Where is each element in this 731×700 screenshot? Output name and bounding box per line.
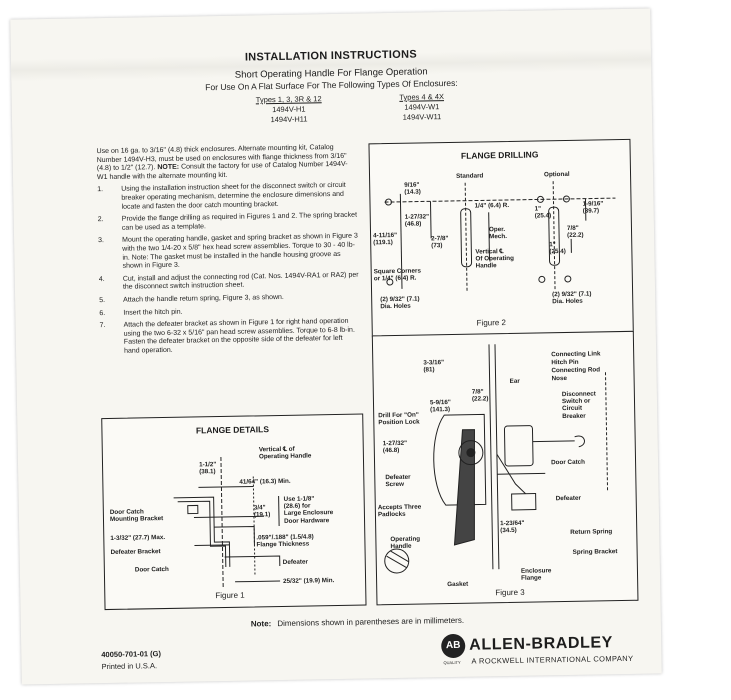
ab-logo-icon: AB xyxy=(441,633,466,659)
figure-3-caption: Figure 3 xyxy=(495,587,525,598)
step-item: 5.Attach the handle return spring, Figur… xyxy=(99,293,284,305)
dim-1-27-32: 1-27/32"(46.8) xyxy=(382,439,408,455)
dim-7-8: 7/8"(22.2) xyxy=(471,388,489,403)
catalog-number: 1494V-W11 xyxy=(402,112,442,122)
catalog-number: 1494V-H11 xyxy=(270,114,308,125)
label-door-catch: Door Catch xyxy=(551,458,586,467)
publication-number: 40050-701-01 (G) xyxy=(101,649,162,660)
dim-4-11-16: 4-11/16"(119.1) xyxy=(373,231,398,247)
step-item: 2.Provide the flange drilling as require… xyxy=(97,211,358,232)
printed-in: Printed in U.S.A. xyxy=(101,661,158,672)
label-defeater: Defeater xyxy=(282,558,309,566)
instruction-sheet: INSTALLATION INSTRUCTIONS Short Operatin… xyxy=(10,8,662,685)
dim-9-16: 9/16"(14.3) xyxy=(404,181,421,196)
label-connecting-link: Connecting Link xyxy=(551,350,601,359)
label-defeater-bracket: Defeater Bracket xyxy=(110,548,161,556)
label-gasket: Gasket xyxy=(447,580,469,589)
dim-1-inch-bottom: 1"(25.4) xyxy=(549,241,566,256)
label-drill-position-lock: Drill For "On"Position Lock xyxy=(378,411,420,427)
label-hitch-pin: Hitch Pin xyxy=(551,358,579,367)
dim-1-1-2: 1-1/2"(38.1) xyxy=(198,461,217,476)
label-door-catch: Door Catch xyxy=(134,565,169,574)
step-item: 6.Insert the hitch pin. xyxy=(99,308,183,317)
enclosure-types-col-1: Types 1, 3, 3R & 12 1494V-H1 1494V-H11 xyxy=(244,94,335,126)
label-holes-right: (2) 9/32" (7.1)Dia. Holes xyxy=(552,290,592,306)
step-item: 4.Cut, install and adjust the connecting… xyxy=(98,271,359,292)
label-defeater: Defeater xyxy=(555,494,581,503)
label-holes-left: (2) 9/32" (7.1)Dia. Holes xyxy=(380,295,420,311)
dim-7-8: 7/8"(22.2) xyxy=(566,224,584,240)
dim-3-3-16: 3-3/16"(81) xyxy=(423,359,445,374)
label-optional: Optional xyxy=(543,170,570,179)
label-nose: Nose xyxy=(551,374,568,383)
figure-2-drawing xyxy=(384,181,616,293)
instructions-body: Use on 16 ga. to 3/16" (4.8) thick enclo… xyxy=(97,144,361,361)
millimeter-note: Note:Dimensions shown in parentheses are… xyxy=(250,615,465,629)
dim-5-9-16: 5-9/16"(141.3) xyxy=(429,399,451,414)
dim-25-32: 25/32" (19.9) Min. xyxy=(283,577,335,585)
dim-1-23-64: 1-23/64"(34.5) xyxy=(500,519,525,535)
step-item: 3.Mount the operating handle, gasket and… xyxy=(98,232,358,270)
dim-1-4-r: 1/4" (6.4) R. xyxy=(474,201,510,210)
dim-1-3-32: 1-3/32" (27.7) Max. xyxy=(110,534,166,542)
figure-2-flange-drilling: FLANGE DRILLING Standard xyxy=(368,138,634,338)
label-flange-thickness: .059"/.188" (1.5/4.8)Flange Thickness xyxy=(256,533,314,549)
dim-41-64: 41/64" (16.3) Min. xyxy=(239,477,291,486)
label-return-spring: Return Spring xyxy=(570,528,613,536)
step-item: 7.Attach the defeater bracket as shown i… xyxy=(99,317,355,355)
label-oper-mech: Oper.Mech. xyxy=(488,226,508,241)
figure-1-caption: Figure 1 xyxy=(215,590,245,601)
figure-2-caption: Figure 2 xyxy=(476,318,507,328)
dim-3-4: 3/4"(19.1) xyxy=(253,504,271,519)
step-item: 1.Using the installation instruction she… xyxy=(97,182,346,211)
figure-3-assembly: 3-3/16"(81) Connecting Link Hitch Pin Co… xyxy=(371,330,639,606)
label-connecting-rod: Connecting Rod xyxy=(551,366,601,375)
enclosure-types-col-2: Types 4 & 4X 1494V-W1 1494V-W11 xyxy=(382,92,463,123)
dim-2-7-8: 2-7/8"(73) xyxy=(431,235,449,250)
figure-3-drawing xyxy=(384,344,609,574)
intro-paragraph: Use on 16 ga. to 3/16" (4.8) thick enclo… xyxy=(96,144,348,181)
figure-1-drawing xyxy=(173,457,281,588)
brand-name: ALLEN-BRADLEY xyxy=(469,634,614,654)
label-standard: Standard xyxy=(455,172,484,180)
dim-1-27-32: 1-27/32"(46.8) xyxy=(404,213,430,228)
dim-1-9-16: 1-9/16"(39.7) xyxy=(582,200,604,215)
logo-quality-text: QUALITY xyxy=(443,659,461,666)
label-spring-bracket: Spring Bracket xyxy=(572,548,618,556)
brand-subtitle: A ROCKWELL INTERNATIONAL COMPANY xyxy=(471,653,634,666)
dim-1-inch-top: 1"(25.4) xyxy=(534,205,552,220)
label-ear: Ear xyxy=(509,377,520,385)
